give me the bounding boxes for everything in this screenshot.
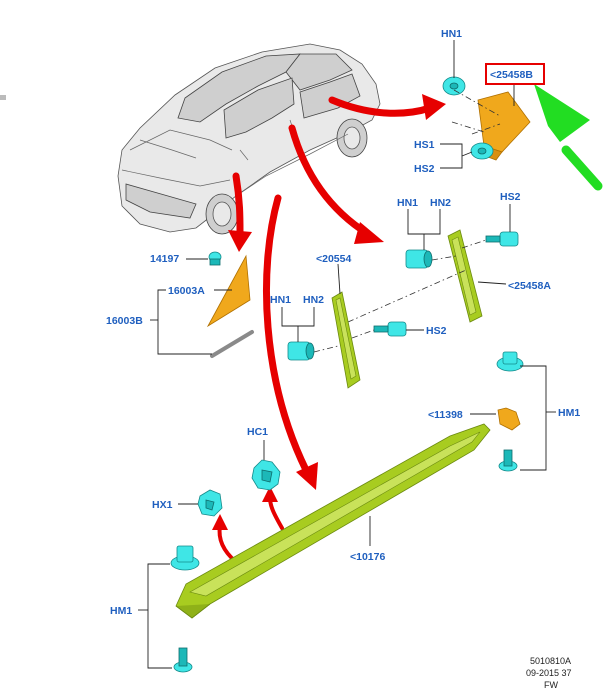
label-hc1: HC1	[247, 426, 268, 438]
top-group-lines	[440, 40, 515, 169]
label-hs1-top: HS1	[414, 139, 435, 151]
label-hm1-left: HM1	[110, 605, 132, 617]
red-arrow-to-top	[328, 94, 446, 120]
part-20554	[331, 291, 361, 389]
label-hn1-left: HN1	[270, 294, 291, 306]
label-hs2-left: HS2	[426, 325, 447, 337]
clip-hs-top	[470, 142, 494, 160]
label-25458b: <25458B	[490, 69, 533, 81]
triangle-group-lines	[150, 258, 232, 355]
fastener-hm1-left-top	[170, 545, 200, 571]
car-illustration	[117, 43, 381, 235]
screw-hs2-left	[373, 321, 407, 337]
part-10176	[175, 423, 491, 619]
label-25458a: <25458A	[508, 280, 551, 292]
red-arrow-to-triangle	[228, 172, 252, 252]
footer-line-3: FW	[544, 680, 558, 689]
part-16003a	[206, 254, 251, 328]
label-20554: <20554	[316, 253, 351, 265]
clip-hx1	[197, 489, 223, 517]
clip-hn1-top	[442, 76, 466, 96]
label-hn2-mid: HN2	[430, 197, 451, 209]
fastener-hm1-right-top	[496, 351, 524, 372]
footer-line-2: 09-2015 37	[526, 668, 572, 678]
footer-line-1: 5010810A	[530, 656, 571, 666]
clip-hc1	[251, 459, 281, 491]
part-25458a	[447, 229, 483, 323]
label-hn1-mid: HN1	[397, 197, 418, 209]
label-16003a: 16003A	[168, 285, 205, 297]
fastener-hm1-right-bottom	[498, 449, 518, 472]
screw-hs2-mid	[485, 231, 519, 247]
label-hm1-right: HM1	[558, 407, 580, 419]
label-hn1-top: HN1	[441, 28, 462, 40]
hm1-left-bracket	[138, 563, 172, 669]
label-14197: 14197	[150, 253, 179, 265]
label-hn2-left: HN2	[303, 294, 324, 306]
part-16003b-strip	[210, 330, 254, 358]
fastener-hm1-left-bottom	[173, 647, 193, 673]
label-hs2-top: HS2	[414, 163, 435, 175]
hm1-right-bracket	[520, 365, 556, 471]
highlight-box	[485, 63, 545, 85]
label-16003b: 16003B	[106, 315, 143, 327]
clip-hn-left	[287, 341, 315, 361]
red-arrow-to-middle	[288, 124, 384, 244]
clip-14197	[208, 251, 222, 266]
left-mid-lines	[281, 263, 424, 353]
part-11398	[497, 407, 521, 431]
label-hs2-mid: HS2	[500, 191, 521, 203]
red-arrow-small-hx1	[212, 514, 238, 564]
label-11398: <11398	[428, 409, 463, 421]
middle-group-lines	[347, 204, 511, 323]
label-10176: <10176	[350, 551, 385, 563]
clip-hn-mid	[405, 249, 433, 269]
page-edge-marker	[0, 95, 6, 100]
green-arrow-indicator	[534, 84, 603, 191]
label-hx1: HX1	[152, 499, 173, 511]
red-arrow-small-hc1	[262, 486, 284, 530]
red-arrow-to-rocker	[262, 194, 318, 490]
